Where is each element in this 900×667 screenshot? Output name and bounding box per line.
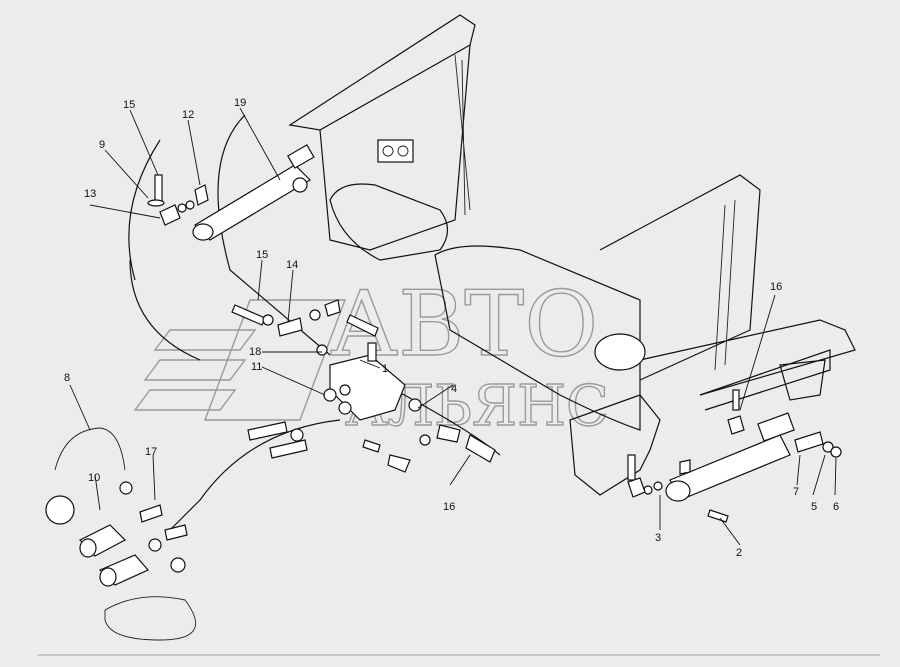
callout-8: 8 xyxy=(64,372,70,384)
callout-19: 19 xyxy=(234,97,246,109)
valve-block xyxy=(323,342,422,421)
callout-4: 4 xyxy=(451,383,457,395)
callout-17: 17 xyxy=(145,446,157,458)
callout-15-top: 15 xyxy=(123,99,135,111)
callout-10: 10 xyxy=(88,472,100,484)
quick-couplers xyxy=(45,427,196,641)
callout-7: 7 xyxy=(793,486,799,498)
callout-2: 2 xyxy=(736,547,742,559)
lower-cylinder xyxy=(627,389,842,523)
callout-16-bottom: 16 xyxy=(443,501,455,513)
callout-labels: 15 12 19 9 13 15 14 18 11 1 4 16 8 10 17… xyxy=(64,97,839,559)
frame-structure xyxy=(128,14,856,531)
callout-5: 5 xyxy=(811,501,817,513)
hose-fittings xyxy=(231,299,496,473)
callout-13: 13 xyxy=(84,188,96,200)
callout-14: 14 xyxy=(286,259,298,271)
leader-lines xyxy=(69,107,837,546)
watermark-logo: АВТО АЛЬЯНС xyxy=(133,271,609,440)
upper-fittings xyxy=(147,174,209,226)
callout-12: 12 xyxy=(182,109,194,121)
upper-cylinder xyxy=(192,144,315,241)
callout-9: 9 xyxy=(99,139,105,151)
callout-18: 18 xyxy=(249,346,261,358)
callout-15-mid: 15 xyxy=(256,249,268,261)
callout-6: 6 xyxy=(833,501,839,513)
callout-1: 1 xyxy=(382,363,388,375)
watermark-stripes xyxy=(133,299,347,421)
callout-16-right: 16 xyxy=(770,281,782,293)
callout-11: 11 xyxy=(251,361,262,373)
callout-3: 3 xyxy=(655,532,661,544)
